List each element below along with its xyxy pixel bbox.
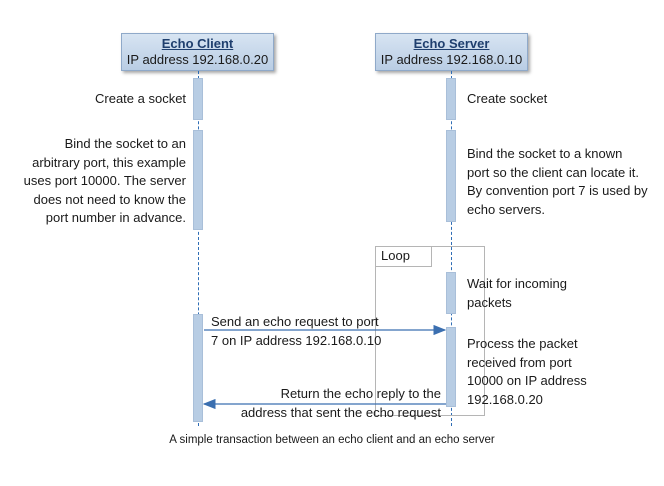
- echo-client-lifeline-header: Echo Client IP address 192.168.0.20: [121, 33, 274, 71]
- echo-server-lifeline-header: Echo Server IP address 192.168.0.10: [375, 33, 528, 71]
- client-activation-request: [193, 314, 203, 422]
- echo-client-title: Echo Client: [161, 36, 234, 51]
- echo-server-title: Echo Server: [413, 36, 490, 51]
- server-bind-line: echo servers.: [467, 201, 546, 217]
- client-bind-line: port number in advance.: [45, 210, 186, 225]
- client-create-socket-note: Create a socket: [95, 91, 187, 106]
- server-wait-line: Wait for incoming: [467, 276, 567, 291]
- server-process-note: Process the packet received from port 10…: [467, 335, 587, 409]
- loop-label: Loop: [376, 247, 432, 267]
- echo-reply-label: Return the echo reply to the address tha…: [241, 385, 441, 422]
- server-process-line: received from port: [467, 354, 572, 370]
- server-wait-line: packets: [467, 294, 512, 310]
- server-activation-process: [446, 327, 456, 407]
- echo-server-address: IP address 192.168.0.10: [380, 52, 523, 67]
- server-process-line: 10000 on IP address: [467, 373, 587, 388]
- server-bind-line: port so the client can locate it.: [467, 164, 639, 180]
- echo-request-label: Send an echo request to port 7 on IP add…: [211, 313, 381, 350]
- echo-request-line: Send an echo request to port: [211, 314, 379, 329]
- server-activation-wait: [446, 272, 456, 314]
- server-lifeline: [451, 71, 452, 426]
- server-wait-note: Wait for incoming packets: [467, 275, 567, 312]
- server-bind-socket-note: Bind the socket to a known port so the c…: [467, 145, 648, 219]
- server-activation-bind: [446, 130, 456, 222]
- client-bind-line: uses port 10000. The server: [23, 173, 186, 188]
- server-create-socket-note: Create socket: [467, 91, 548, 106]
- echo-client-address: IP address 192.168.0.20: [126, 52, 269, 67]
- echo-reply-line: Return the echo reply to the: [280, 386, 441, 401]
- client-activation-bind: [193, 130, 203, 230]
- client-activation-create: [193, 78, 203, 120]
- server-bind-line: Bind the socket to a known: [467, 146, 623, 161]
- server-activation-create: [446, 78, 456, 120]
- client-bind-line: Bind the socket to an: [64, 136, 186, 151]
- client-lifeline: [198, 71, 199, 426]
- client-bind-line: does not need to know the: [33, 191, 186, 207]
- client-bind-socket-note: Bind the socket to an arbitrary port, th…: [24, 135, 186, 228]
- server-process-line: Process the packet: [467, 336, 578, 351]
- echo-reply-line: address that sent the echo request: [240, 404, 441, 420]
- client-bind-line: arbitrary port, this example: [32, 154, 186, 170]
- diagram-caption: A simple transaction between an echo cli…: [169, 434, 495, 446]
- echo-request-line: 7 on IP address 192.168.0.10: [211, 332, 382, 348]
- server-process-line: 192.168.0.20: [467, 391, 543, 407]
- server-bind-line: By convention port 7 is used by: [467, 183, 648, 198]
- loop-frame: Loop: [375, 246, 485, 416]
